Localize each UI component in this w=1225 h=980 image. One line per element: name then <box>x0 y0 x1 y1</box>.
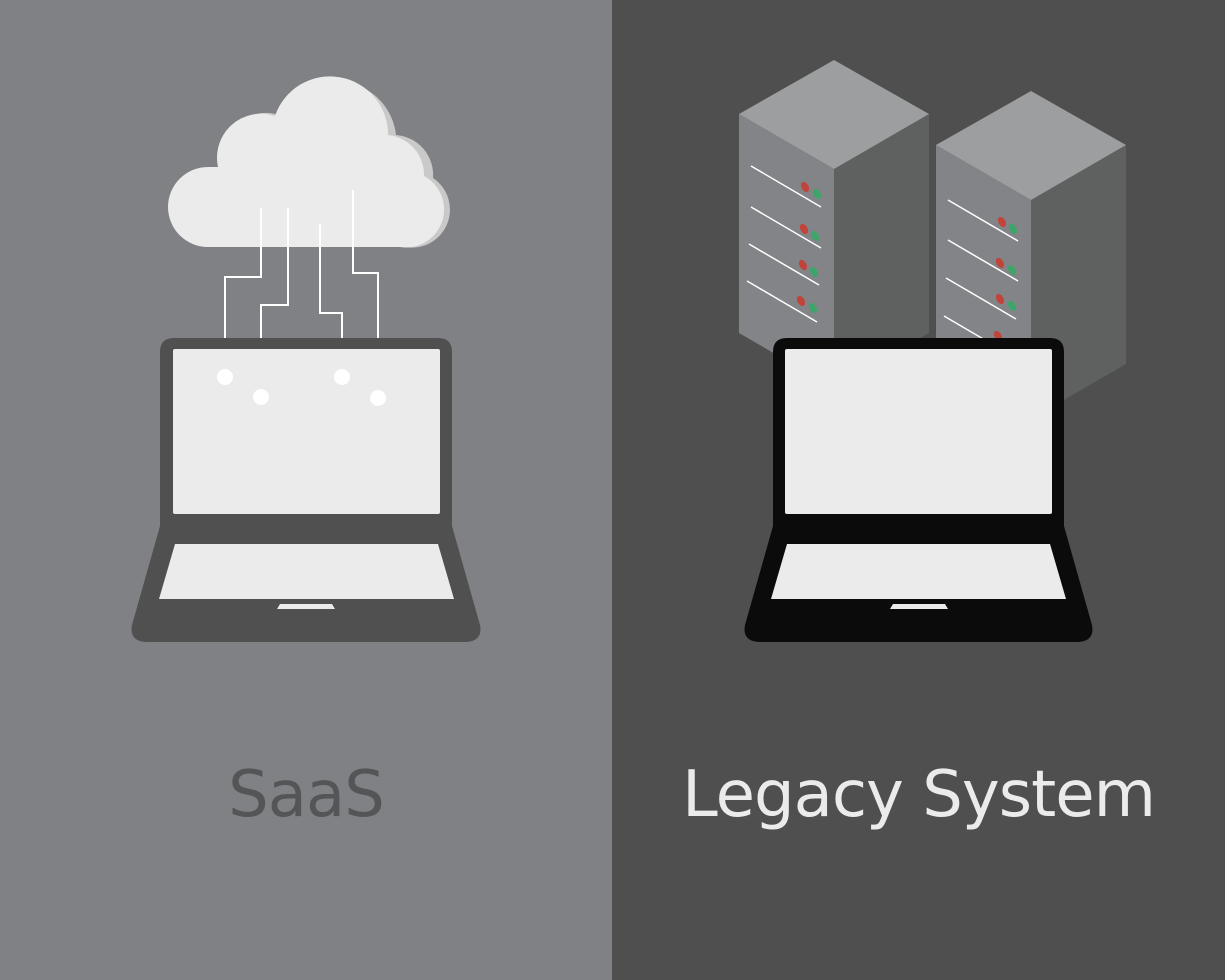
laptop-keyboard-area <box>159 544 454 599</box>
laptop-icon <box>132 338 481 642</box>
legacy-system-label: Legacy System <box>612 755 1225 835</box>
laptop-trackpad <box>890 604 948 609</box>
laptop-screen <box>173 349 440 514</box>
cloud-icon <box>168 76 450 247</box>
laptop-screen <box>785 349 1052 514</box>
laptop-trackpad <box>277 604 335 609</box>
saas-label: SaaS <box>0 755 612 835</box>
laptop-keyboard-area <box>771 544 1066 599</box>
laptop-icon <box>745 338 1093 642</box>
